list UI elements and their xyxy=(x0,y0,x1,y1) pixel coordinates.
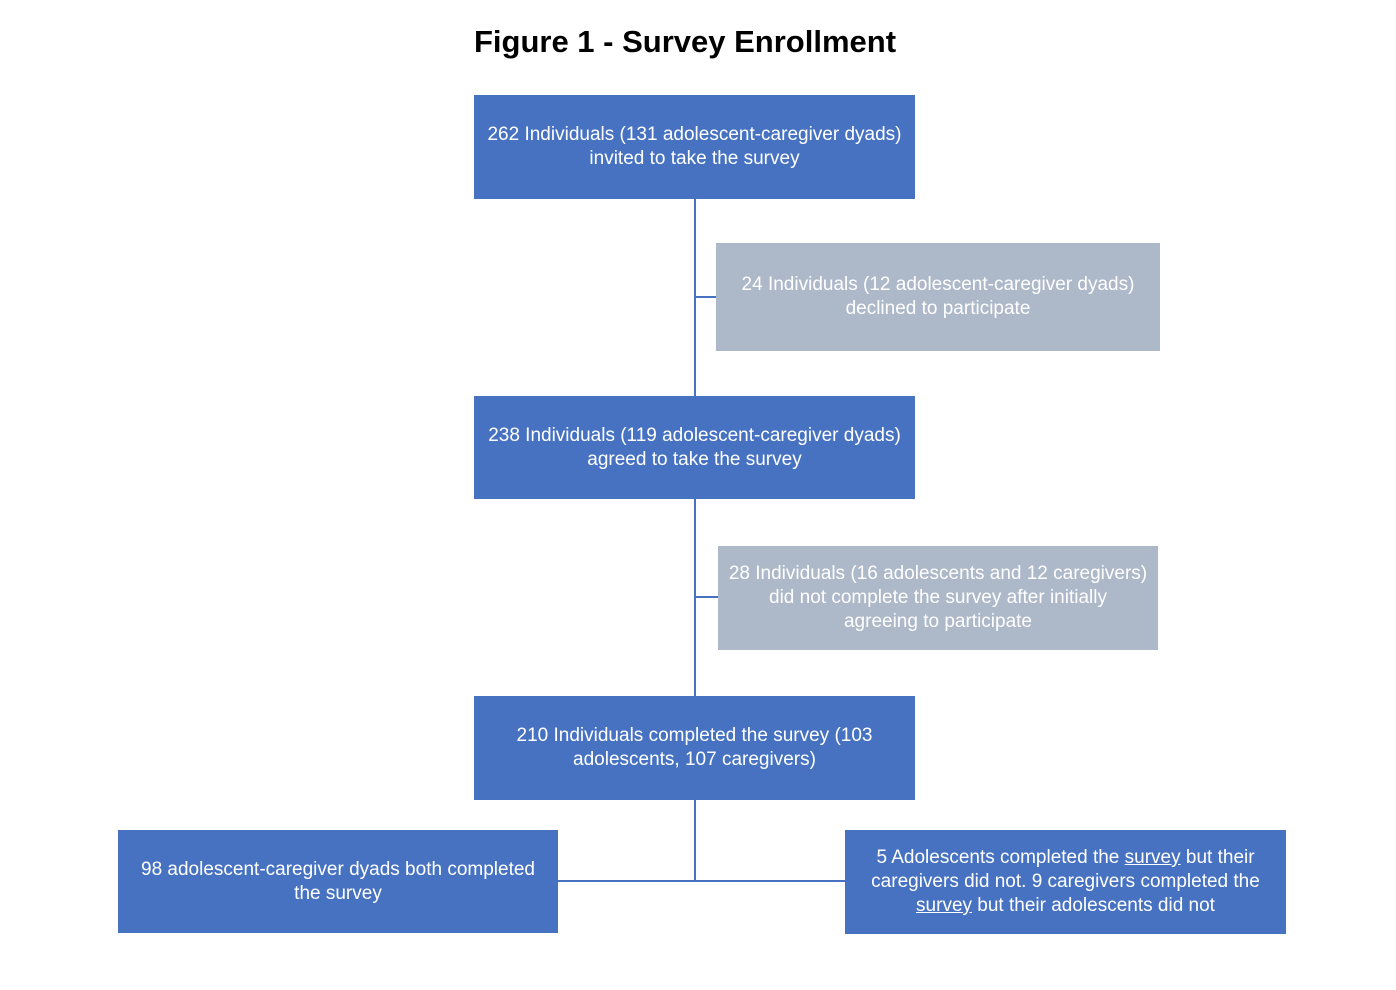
connector-to-not-completed xyxy=(694,596,718,598)
not-completed-line-2: did not complete the survey after initia… xyxy=(769,587,1107,608)
connector-completed-down xyxy=(694,799,696,882)
dyads-completed-line-2: the survey xyxy=(294,882,382,904)
not-completed-box: 28 Individuals (16 adolescents and 12 ca… xyxy=(718,546,1158,650)
declined-line-2: declined to participate xyxy=(845,298,1031,319)
declined-line-1: 24 Individuals (12 adolescent-caregiver … xyxy=(741,274,1135,295)
dyads-completed-line-1: 98 adolescent-caregiver dyads both compl… xyxy=(141,858,535,880)
agreed-line-2: agreed to take the survey xyxy=(587,448,802,470)
connector-to-declined xyxy=(694,296,716,298)
connector-to-partial xyxy=(694,880,845,882)
not-completed-line-3: agreeing to participate xyxy=(843,611,1032,632)
completed-line-2: adolescents, 107 caregivers) xyxy=(573,749,816,770)
completed-box: 210 Individuals completed the survey (10… xyxy=(474,696,915,800)
partial-line-3: survey but their adolescents did not xyxy=(871,894,1260,918)
partial-line-3-underlined: survey xyxy=(916,895,973,916)
invited-line-2: invited to take the survey xyxy=(589,148,800,169)
invited-box: 262 Individuals (131 adolescent-caregive… xyxy=(474,95,915,199)
partial-line-1-c: but their xyxy=(1180,847,1255,868)
partial-line-2: caregivers did not. 9 caregivers complet… xyxy=(871,871,1260,892)
partial-completion-box: 5 Adolescents completed the survey but t… xyxy=(845,830,1286,934)
agreed-box: 238 Individuals (119 adolescent-caregive… xyxy=(474,396,915,499)
declined-box: 24 Individuals (12 adolescent-caregiver … xyxy=(716,243,1160,351)
dyads-completed-box: 98 adolescent-caregiver dyads both compl… xyxy=(118,830,558,933)
invited-line-1: 262 Individuals (131 adolescent-caregive… xyxy=(487,124,902,145)
agreed-line-1: 238 Individuals (119 adolescent-caregive… xyxy=(488,424,901,446)
completed-line-1: 210 Individuals completed the survey (10… xyxy=(516,725,873,746)
partial-line-1-underlined: survey xyxy=(1124,847,1181,868)
connector-to-dyads xyxy=(557,880,696,882)
partial-line-3-b: but their adolescents did not xyxy=(972,895,1215,916)
not-completed-line-1: 28 Individuals (16 adolescents and 12 ca… xyxy=(728,563,1148,584)
partial-line-1: 5 Adolescents completed the survey but t… xyxy=(871,846,1260,870)
figure-title: Figure 1 - Survey Enrollment xyxy=(473,24,897,59)
partial-line-1-a: 5 Adolescents completed the xyxy=(876,847,1125,868)
